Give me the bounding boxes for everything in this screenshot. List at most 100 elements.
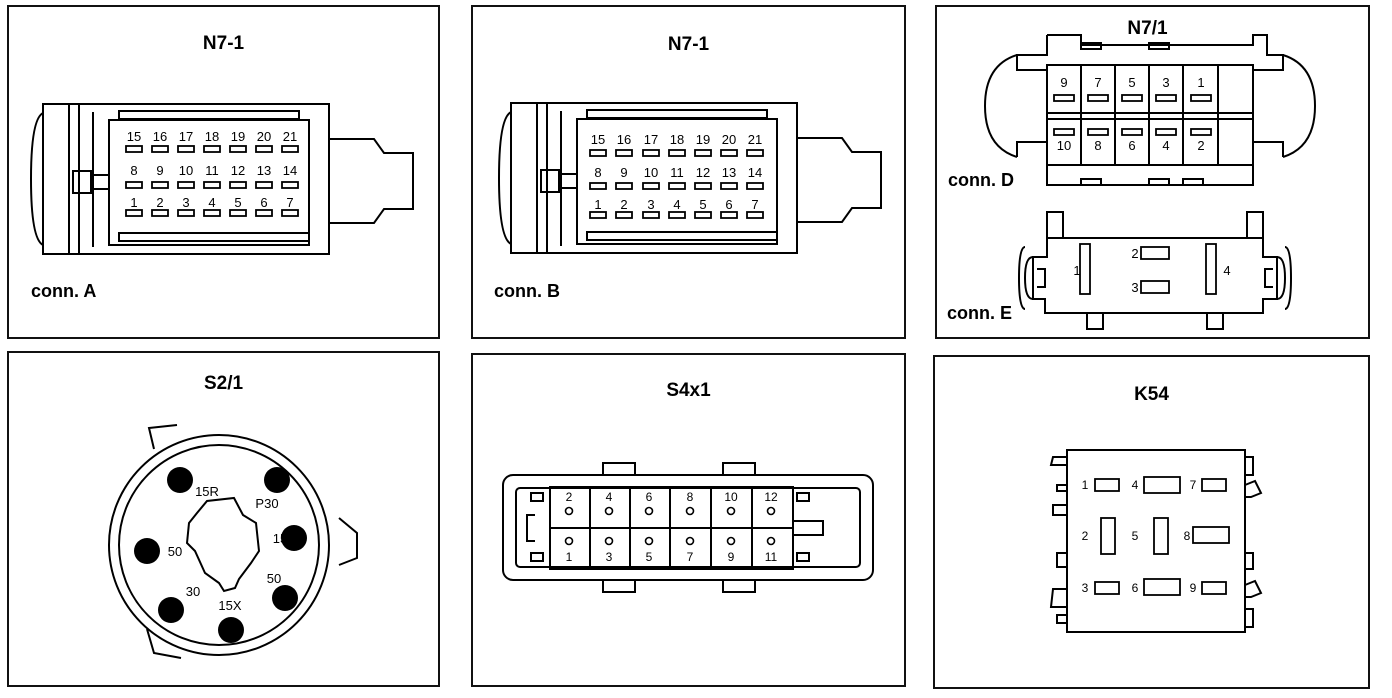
connector-a-drawing: 15 16 17 18 19 20 21 8 9 10 11 12 13 14 …	[29, 103, 414, 255]
pin-label: 20	[257, 129, 271, 144]
pin-label: 3	[606, 550, 613, 564]
terminal-label-15: 15	[273, 531, 287, 546]
pin-label: 9	[1190, 581, 1197, 595]
terminal-label-p30: P30	[255, 496, 278, 511]
pin-label: 16	[153, 129, 167, 144]
pin-label: 14	[283, 163, 297, 178]
pin-label: 18	[205, 129, 219, 144]
terminal-label-50-left: 50	[168, 544, 182, 559]
pin-label: 7	[286, 195, 293, 210]
pin-label: 4	[673, 197, 680, 212]
pin-label: 6	[725, 197, 732, 212]
pin-label: 4	[1162, 138, 1169, 153]
pin-label: 19	[231, 129, 245, 144]
pin-label: 1	[594, 197, 601, 212]
pin-label: 12	[231, 163, 245, 178]
pin-label: 1	[566, 550, 573, 564]
connector-label: conn. A	[31, 281, 97, 301]
pin-label: 4	[606, 490, 613, 504]
connector-b-drawing: 15 16 17 18 19 20 21 8 9 10 11 12 13 14 …	[497, 102, 882, 254]
pin-label: 9	[1060, 75, 1067, 90]
s4x1-connector-drawing: 2 4 6 8 10 12 1 3 5 7 9 11	[502, 462, 874, 593]
pin-label: 8	[130, 163, 137, 178]
relay-socket-drawing: 1 2 3 4 5 6 7 8 9	[1049, 449, 1263, 633]
pin-label: 5	[646, 550, 653, 564]
connector-label: conn. B	[494, 281, 560, 301]
panel-title: S2/1	[203, 373, 244, 394]
terminal-label-50-right: 50	[267, 571, 281, 586]
pin-label: 5	[699, 197, 706, 212]
pin-label: 6	[646, 490, 653, 504]
pin-label: 3	[1131, 280, 1138, 295]
panel-s4x1: 2 4 6 8 10 12 1 3 5 7 9 11 S4x1	[471, 353, 906, 687]
pin-label: 11	[765, 550, 778, 564]
panel-s21-ignition-switch: 15R P30 15 50 50 30 15X S2/1	[7, 351, 440, 687]
pin-label: 14	[748, 165, 762, 180]
pin-label: 5	[234, 195, 241, 210]
connector-d-e-drawing: 9 7 5 3 1 10 8 6 4 2 1 2 3 4	[983, 34, 1317, 330]
panel-title: N7-1	[667, 34, 710, 55]
pin-label: 20	[722, 132, 736, 147]
panel-title: N7/1	[1127, 18, 1168, 39]
pin-label: 12	[696, 165, 710, 180]
pin-label: 9	[156, 163, 163, 178]
pin-label: 1	[1197, 75, 1204, 90]
pin-label: 10	[179, 163, 193, 178]
pin-label: 21	[283, 129, 297, 144]
pin-label: 2	[1082, 529, 1089, 543]
pin-label: 1	[1073, 263, 1080, 278]
pin-label: 7	[687, 550, 694, 564]
pin-label: 15	[127, 129, 141, 144]
pin-label: 12	[764, 490, 778, 504]
pin-label: 3	[647, 197, 654, 212]
pin-label: 8	[687, 490, 694, 504]
pin-label: 13	[722, 165, 736, 180]
pin-label: 9	[728, 550, 735, 564]
pin-label: 2	[566, 490, 573, 504]
pin-label: 3	[1082, 581, 1089, 595]
pin-label: 15	[591, 132, 605, 147]
pin-label: 19	[696, 132, 710, 147]
pin-label: 9	[620, 165, 627, 180]
ignition-switch-drawing: 15R P30 15 50 50 30 15X	[108, 424, 358, 659]
pin-label: 2	[156, 195, 163, 210]
pin-label: 13	[257, 163, 271, 178]
pin-label: 4	[1132, 478, 1139, 492]
pin-label: 3	[182, 195, 189, 210]
panel-n71-conn-d-e: 9 7 5 3 1 10 8 6 4 2 1 2 3 4 N7/1 conn. …	[935, 5, 1370, 339]
pin-label: 6	[1128, 138, 1135, 153]
panel-title: N7-1	[202, 33, 245, 54]
pin-label: 21	[748, 132, 762, 147]
pin-label: 17	[179, 129, 193, 144]
pin-label: 7	[1094, 75, 1101, 90]
pin-label: 17	[644, 132, 658, 147]
terminal-label-15x: 15X	[218, 598, 241, 613]
pin-label: 11	[205, 163, 219, 178]
pin-label: 2	[620, 197, 627, 212]
pin-label: 4	[208, 195, 215, 210]
pin-label: 2	[1131, 246, 1138, 261]
pin-label: 16	[617, 132, 631, 147]
panel-title: K54	[1134, 384, 1169, 405]
pin-label: 1	[1082, 478, 1089, 492]
pin-label: 3	[1162, 75, 1169, 90]
pin-label: 7	[751, 197, 758, 212]
pin-label: 10	[1057, 138, 1071, 153]
pin-label: 5	[1128, 75, 1135, 90]
pin-label: 1	[130, 195, 137, 210]
pin-label: 11	[670, 165, 684, 180]
pin-label: 2	[1197, 138, 1204, 153]
pin-label: 10	[724, 490, 738, 504]
pin-label: 10	[644, 165, 658, 180]
panel-n7-conn-b: 15 16 17 18 19 20 21 8 9 10 11 12 13 14 …	[471, 5, 906, 339]
panel-k54-relay: 1 2 3 4 5 6 7 8 9 K54	[933, 355, 1370, 689]
pin-label: 18	[670, 132, 684, 147]
pin-label: 5	[1132, 529, 1139, 543]
terminal-label-30: 30	[186, 584, 200, 599]
panel-title: S4x1	[666, 380, 711, 401]
pin-label: 8	[1184, 529, 1191, 543]
pin-label: 7	[1190, 478, 1197, 492]
connector-label-e: conn. E	[947, 303, 1013, 323]
pin-label: 4	[1223, 263, 1230, 278]
pin-label: 6	[260, 195, 267, 210]
